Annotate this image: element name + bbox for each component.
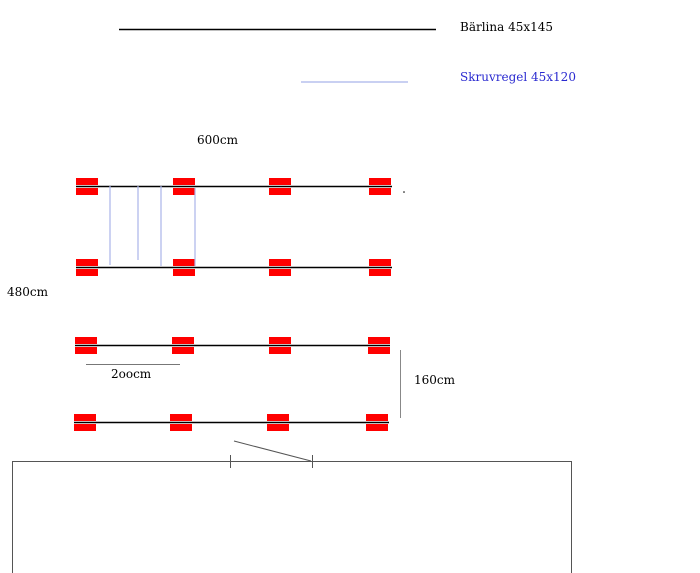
legend-screw-label: Skruvregel 45x120	[460, 70, 576, 84]
footing-block	[75, 337, 97, 344]
span-dimension: 2oocm	[86, 364, 180, 381]
footing-block	[369, 259, 391, 266]
footing-block	[269, 269, 291, 276]
footing-block	[369, 188, 391, 195]
footing-block	[269, 178, 291, 185]
joists	[109, 186, 196, 266]
beam-rows	[74, 178, 392, 431]
footing-block	[74, 424, 96, 431]
footing-block	[76, 188, 98, 195]
gap-dimension: 160cm	[400, 350, 456, 418]
footing-block	[173, 259, 195, 266]
footing-block	[76, 259, 98, 266]
footing-block	[267, 414, 289, 421]
footing-block	[267, 424, 289, 431]
legend: Bärlina 45x145 Skruvregel 45x120	[119, 20, 576, 84]
depth-dimension-label: 480cm	[7, 285, 49, 299]
footing-block	[76, 269, 98, 276]
footing-block	[369, 269, 391, 276]
marker-dot	[403, 191, 405, 193]
footing-block	[170, 424, 192, 431]
footing-block	[172, 337, 194, 344]
footing-block	[269, 259, 291, 266]
span-dimension-label: 2oocm	[111, 367, 152, 381]
footing-block	[366, 414, 388, 421]
footing-block	[172, 347, 194, 354]
footing-block	[170, 414, 192, 421]
footing-block	[269, 188, 291, 195]
gap-dimension-label: 160cm	[414, 373, 456, 387]
building-outline	[12, 440, 572, 573]
footing-block	[173, 269, 195, 276]
footing-block	[76, 178, 98, 185]
footing-block	[366, 424, 388, 431]
legend-beam-label: Bärlina 45x145	[460, 20, 553, 34]
width-dimension-label: 600cm	[197, 133, 239, 147]
footing-block	[369, 178, 391, 185]
footing-block	[269, 347, 291, 354]
footing-block	[173, 178, 195, 185]
outline-slant-line	[233, 440, 312, 462]
footing-block	[75, 347, 97, 354]
footing-block	[269, 337, 291, 344]
building-outline-rect	[12, 461, 572, 573]
footing-block	[173, 188, 195, 195]
footing-block	[368, 337, 390, 344]
footing-block	[74, 414, 96, 421]
footing-block	[368, 347, 390, 354]
